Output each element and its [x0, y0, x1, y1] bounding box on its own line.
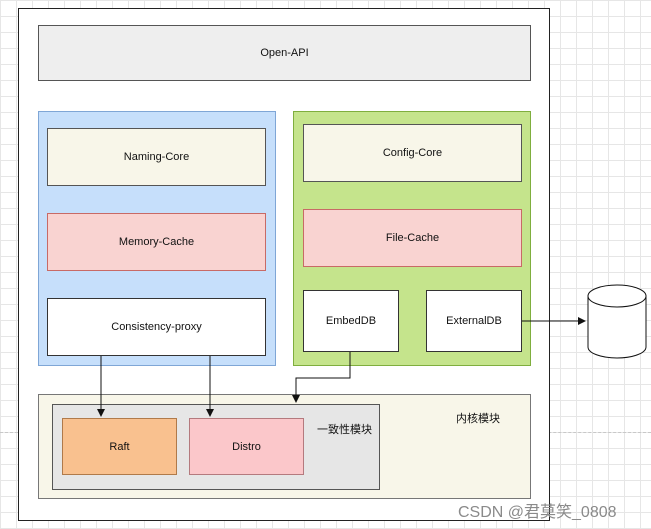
externaldb-box: ExternalDB	[426, 290, 522, 352]
open-api-label: Open-API	[260, 47, 309, 59]
distro-label: Distro	[232, 440, 261, 453]
embeddb-box: EmbedDB	[303, 290, 399, 352]
raft-box: Raft	[62, 418, 177, 475]
database-icon	[587, 284, 647, 359]
config-core-label: Config-Core	[382, 147, 443, 159]
naming-core-box: Naming-Core	[47, 128, 266, 186]
externaldb-label: ExternalDB	[446, 315, 502, 327]
file-cache-box: File-Cache	[303, 209, 522, 267]
open-api-box: Open-API	[38, 25, 531, 81]
raft-label: Raft	[109, 440, 130, 453]
consensus-module-label: 一致性模块	[317, 424, 372, 436]
distro-box: Distro	[189, 418, 304, 475]
memory-cache-label: Memory-Cache	[118, 236, 195, 248]
kernel-module-label: 内核模块	[456, 413, 500, 425]
config-core-box: Config-Core	[303, 124, 522, 182]
consistency-proxy-box: Consistency-proxy	[47, 298, 266, 356]
watermark: CSDN @君莫笑_0808	[458, 504, 617, 521]
embeddb-to-kernel-arrow	[292, 352, 351, 403]
naming-core-label: Naming-Core	[123, 151, 190, 163]
memory-cache-box: Memory-Cache	[47, 213, 266, 271]
embeddb-label: EmbedDB	[325, 315, 377, 327]
file-cache-label: File-Cache	[385, 232, 440, 244]
consistency-proxy-label: Consistency-proxy	[111, 321, 202, 333]
